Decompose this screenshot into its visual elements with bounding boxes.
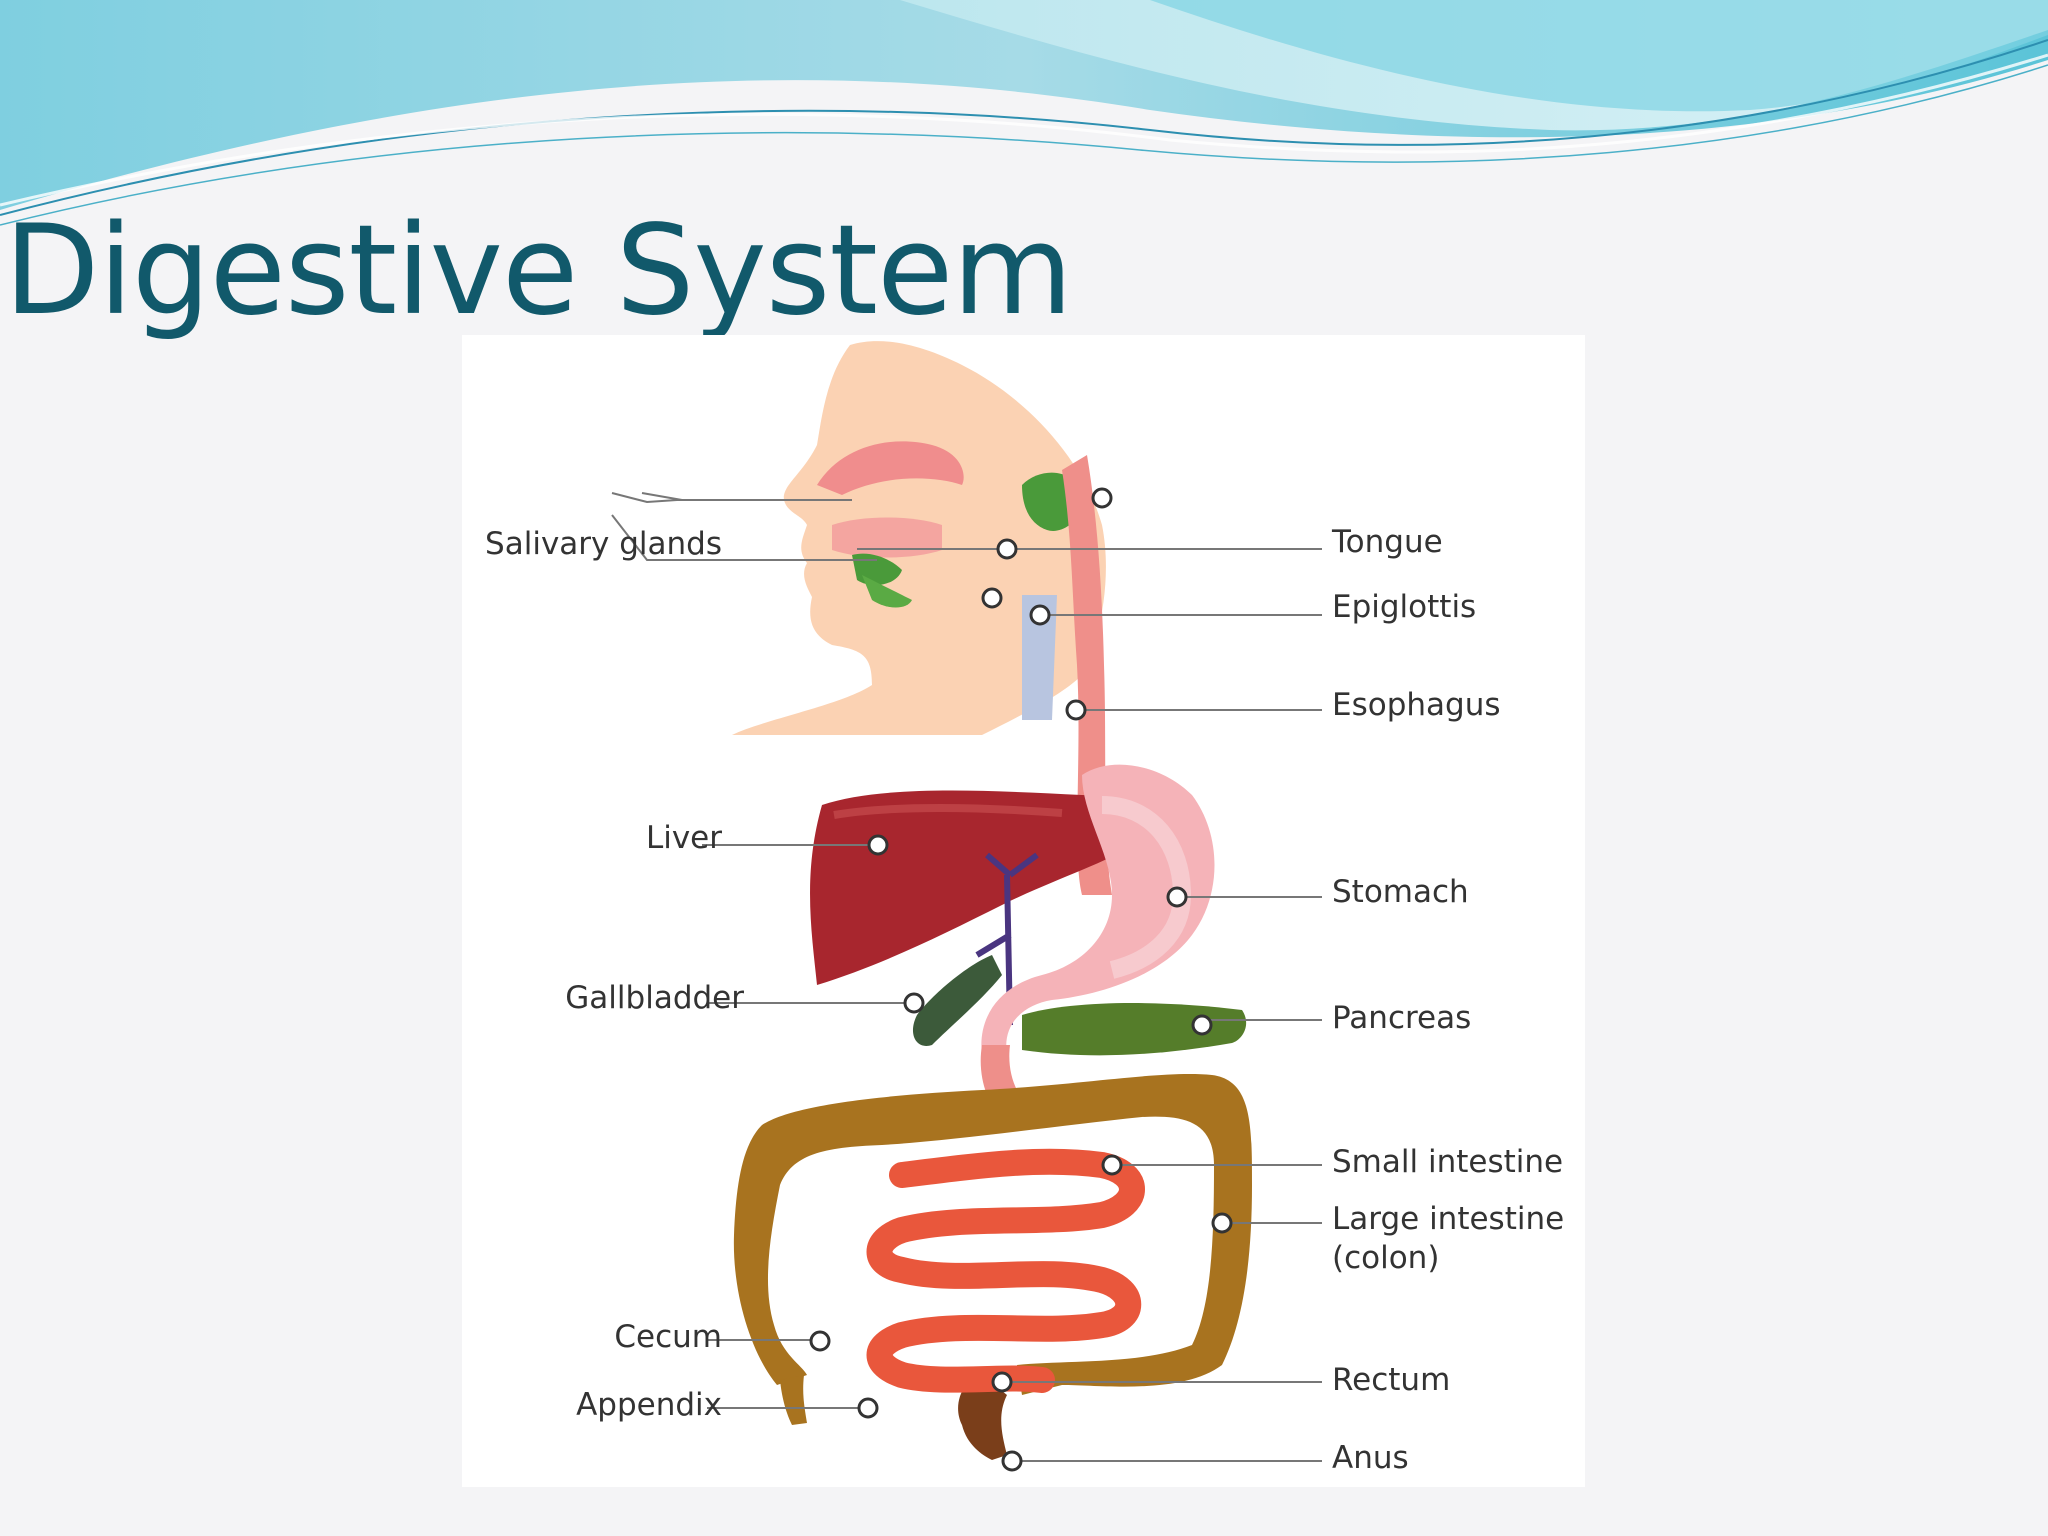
label-liver: Liver (645, 820, 722, 856)
label-small-intestine: Small intestine (1332, 1144, 1564, 1180)
label-esophagus: Esophagus (1332, 687, 1501, 723)
label-appendix: Appendix (576, 1387, 722, 1423)
pancreas (1022, 1003, 1247, 1056)
label-pancreas: Pancreas (1332, 1000, 1472, 1036)
label-gallbladder: Gallbladder (565, 980, 744, 1016)
label-rectum: Rectum (1332, 1362, 1451, 1398)
rectum (958, 1375, 1007, 1460)
digestive-system-diagram: Salivary glands Liver Gallbladder Cecum … (462, 335, 1585, 1487)
bile-duct (975, 852, 1039, 1026)
anatomy-illustration (611, 341, 1322, 1472)
label-tongue: Tongue (1332, 524, 1443, 560)
label-epiglottis: Epiglottis (1332, 589, 1477, 625)
small-intestine (866, 1148, 1145, 1393)
label-stomach: Stomach (1332, 874, 1469, 910)
liver (810, 790, 1154, 985)
appendix (780, 1375, 807, 1425)
trachea (1022, 595, 1057, 720)
label-large-intestine: Large intestine (1332, 1201, 1565, 1237)
callout-lines (611, 492, 1322, 1462)
label-anus: Anus (1332, 1440, 1409, 1476)
label-cecum: Cecum (614, 1319, 722, 1355)
label-salivary-glands: Salivary glands (485, 526, 722, 562)
slide-title: Digestive System (4, 199, 1073, 343)
oral-cavity (832, 517, 942, 558)
gallbladder (912, 955, 1002, 1046)
callout-dots (809, 487, 1233, 1472)
nasal-cavity (817, 441, 964, 495)
salivary-gland-sub (862, 575, 912, 608)
label-large-intestine-colon: (colon) (1332, 1240, 1440, 1276)
large-intestine (733, 1073, 1252, 1395)
